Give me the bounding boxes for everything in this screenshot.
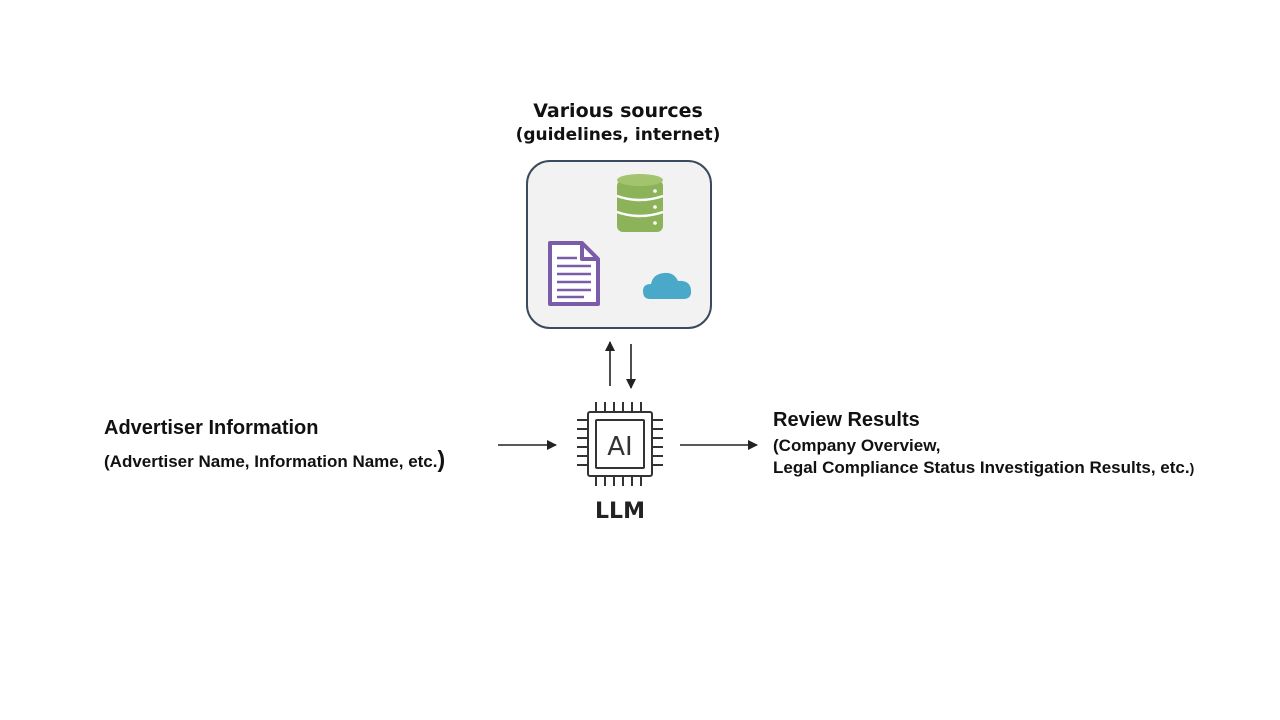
output-line-2-close: ) — [1189, 460, 1195, 476]
sources-subtitle: (guidelines, internet) — [515, 125, 721, 145]
llm-label: LLM — [595, 499, 645, 524]
input-subtitle-text: (Advertiser Name, Information Name, etc. — [104, 452, 438, 471]
input-subtitle-close: ) — [437, 446, 446, 472]
cloud-icon — [643, 272, 692, 299]
input-subtitle: (Advertiser Name, Information Name, etc.… — [104, 446, 445, 473]
output-subtitle: (Company Overview, Legal Compliance Stat… — [773, 435, 1194, 479]
output-line-2-text: Legal Compliance Status Investigation Re… — [773, 458, 1190, 477]
database-icon — [616, 174, 664, 232]
input-title: Advertiser Information — [104, 417, 319, 439]
output-title: Review Results — [773, 409, 920, 431]
output-line-1: (Company Overview, — [773, 436, 941, 455]
sources-title: Various sources — [533, 100, 703, 122]
ai-chip-icon — [577, 402, 663, 486]
ai-chip-text: AI — [607, 432, 632, 462]
document-icon — [548, 241, 600, 306]
output-line-2: Legal Compliance Status Investigation Re… — [773, 457, 1194, 479]
